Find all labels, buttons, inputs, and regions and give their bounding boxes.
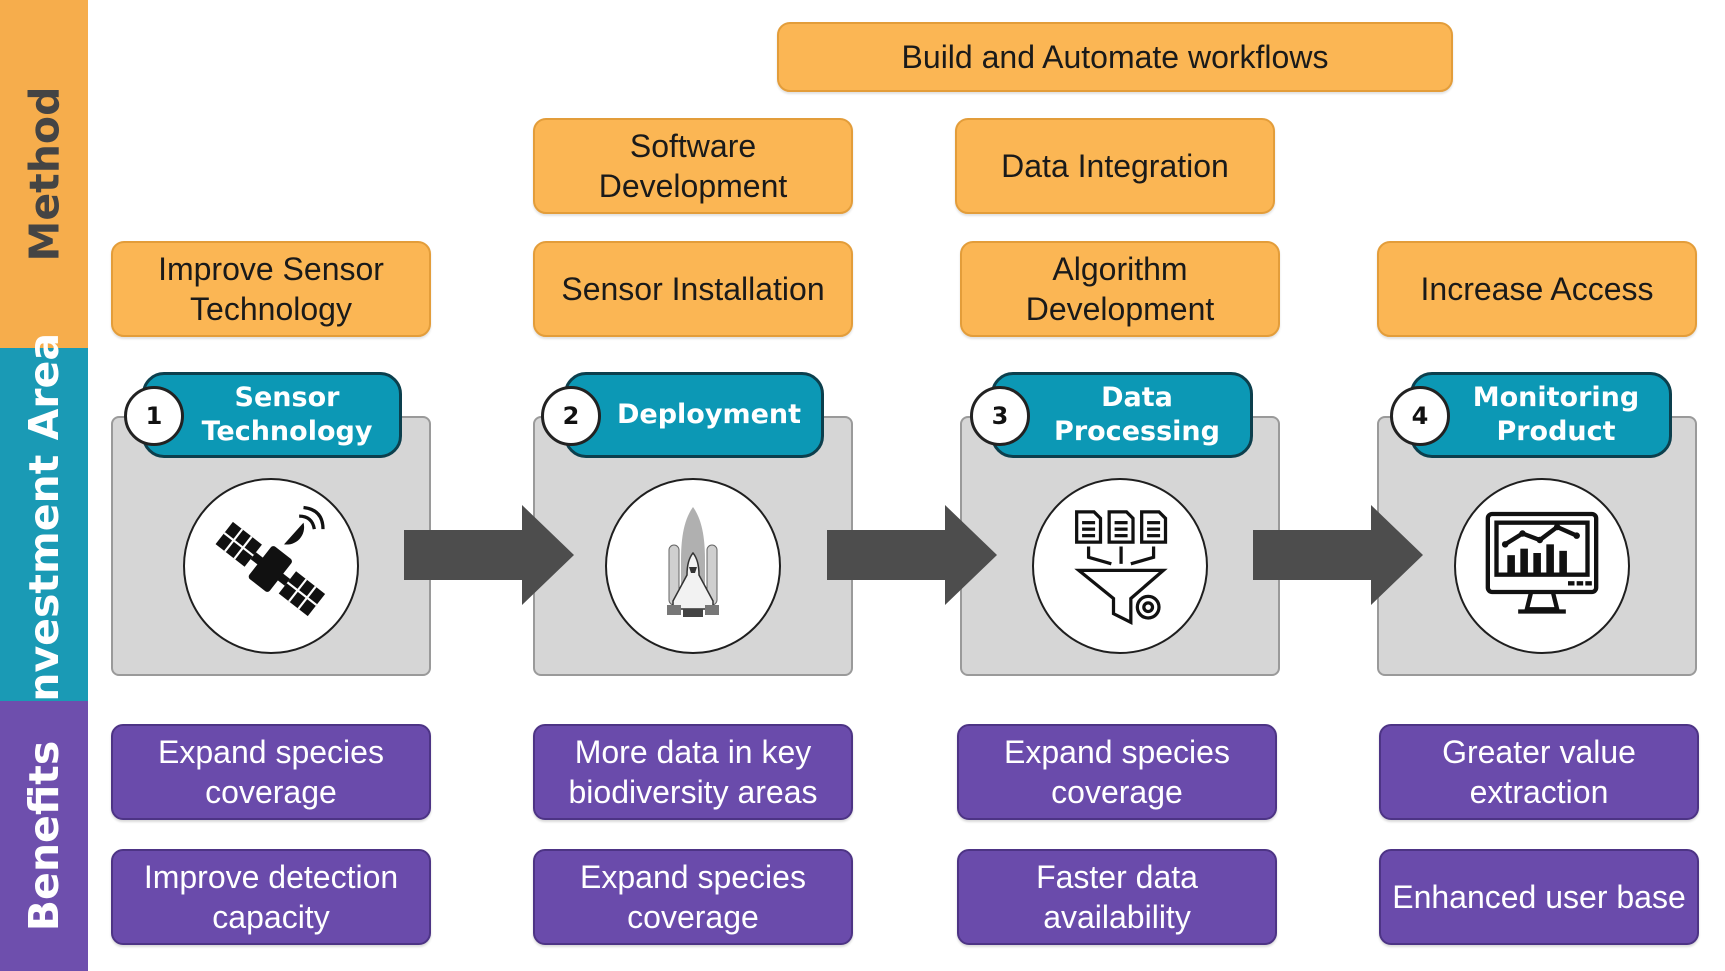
satellite-icon — [215, 505, 326, 617]
method-increase-access: Increase Access — [1377, 241, 1697, 337]
stage-1-number-badge: 1 — [124, 386, 184, 446]
investment-area-band: Investment Area — [0, 333, 88, 717]
space-shuttle-icon — [667, 507, 719, 617]
benefit-4-top: Greater value extraction — [1379, 724, 1699, 820]
data-funnel-icon-circle — [1032, 478, 1208, 654]
satellite-icon-circle — [183, 478, 359, 654]
benefit-3-top: Expand species coverage — [957, 724, 1277, 820]
stage-2-title-text: Deployment — [616, 399, 802, 430]
stage-3-title-text: Data Processing — [1054, 382, 1220, 447]
flow-arrow-1 — [404, 505, 574, 605]
benefits-band: Benefits — [0, 701, 88, 971]
space-shuttle-icon-circle — [605, 478, 781, 654]
method-algorithm-development: Algorithm Development — [960, 241, 1280, 337]
stage-2-number-badge: 2 — [541, 386, 601, 446]
method-data-integration: Data Integration — [955, 118, 1275, 214]
benefits-band-label: Benefits — [20, 740, 69, 932]
stage-3-number-badge: 3 — [970, 386, 1030, 446]
data-funnel-icon — [1074, 510, 1168, 625]
stage-4-title-text: Monitoring Product — [1472, 382, 1640, 447]
benefit-1-bottom: Improve detection capacity — [111, 849, 431, 945]
method-improve-sensor-technology: Improve Sensor Technology — [111, 241, 431, 337]
benefit-4-bottom: Enhanced user base — [1379, 849, 1699, 945]
method-sensor-installation: Sensor Installation — [533, 241, 853, 337]
stage-4-number-badge: 4 — [1390, 386, 1450, 446]
flow-arrow-2 — [827, 505, 997, 605]
method-band: Method — [0, 0, 88, 348]
flow-arrow-3 — [1253, 505, 1423, 605]
method-band-label: Method — [20, 86, 69, 262]
monitor-chart-icon — [1485, 511, 1599, 614]
benefit-3-bottom: Faster data availability — [957, 849, 1277, 945]
stage-2-title: Deployment — [564, 372, 824, 458]
method-build-automate-workflows: Build and Automate workflows — [777, 22, 1453, 92]
investment-area-band-label: Investment Area — [20, 332, 68, 717]
stage-4-title: Monitoring Product — [1410, 372, 1672, 458]
benefit-2-bottom: Expand species coverage — [533, 849, 853, 945]
stage-1-title: Sensor Technology — [142, 372, 402, 458]
stage-3-title: Data Processing — [991, 372, 1253, 458]
method-software-development: Software Development — [533, 118, 853, 214]
stage-1-title-text: Sensor Technology — [201, 382, 373, 447]
monitor-chart-icon-circle — [1454, 478, 1630, 654]
benefit-2-top: More data in key biodiversity areas — [533, 724, 853, 820]
benefit-1-top: Expand species coverage — [111, 724, 431, 820]
